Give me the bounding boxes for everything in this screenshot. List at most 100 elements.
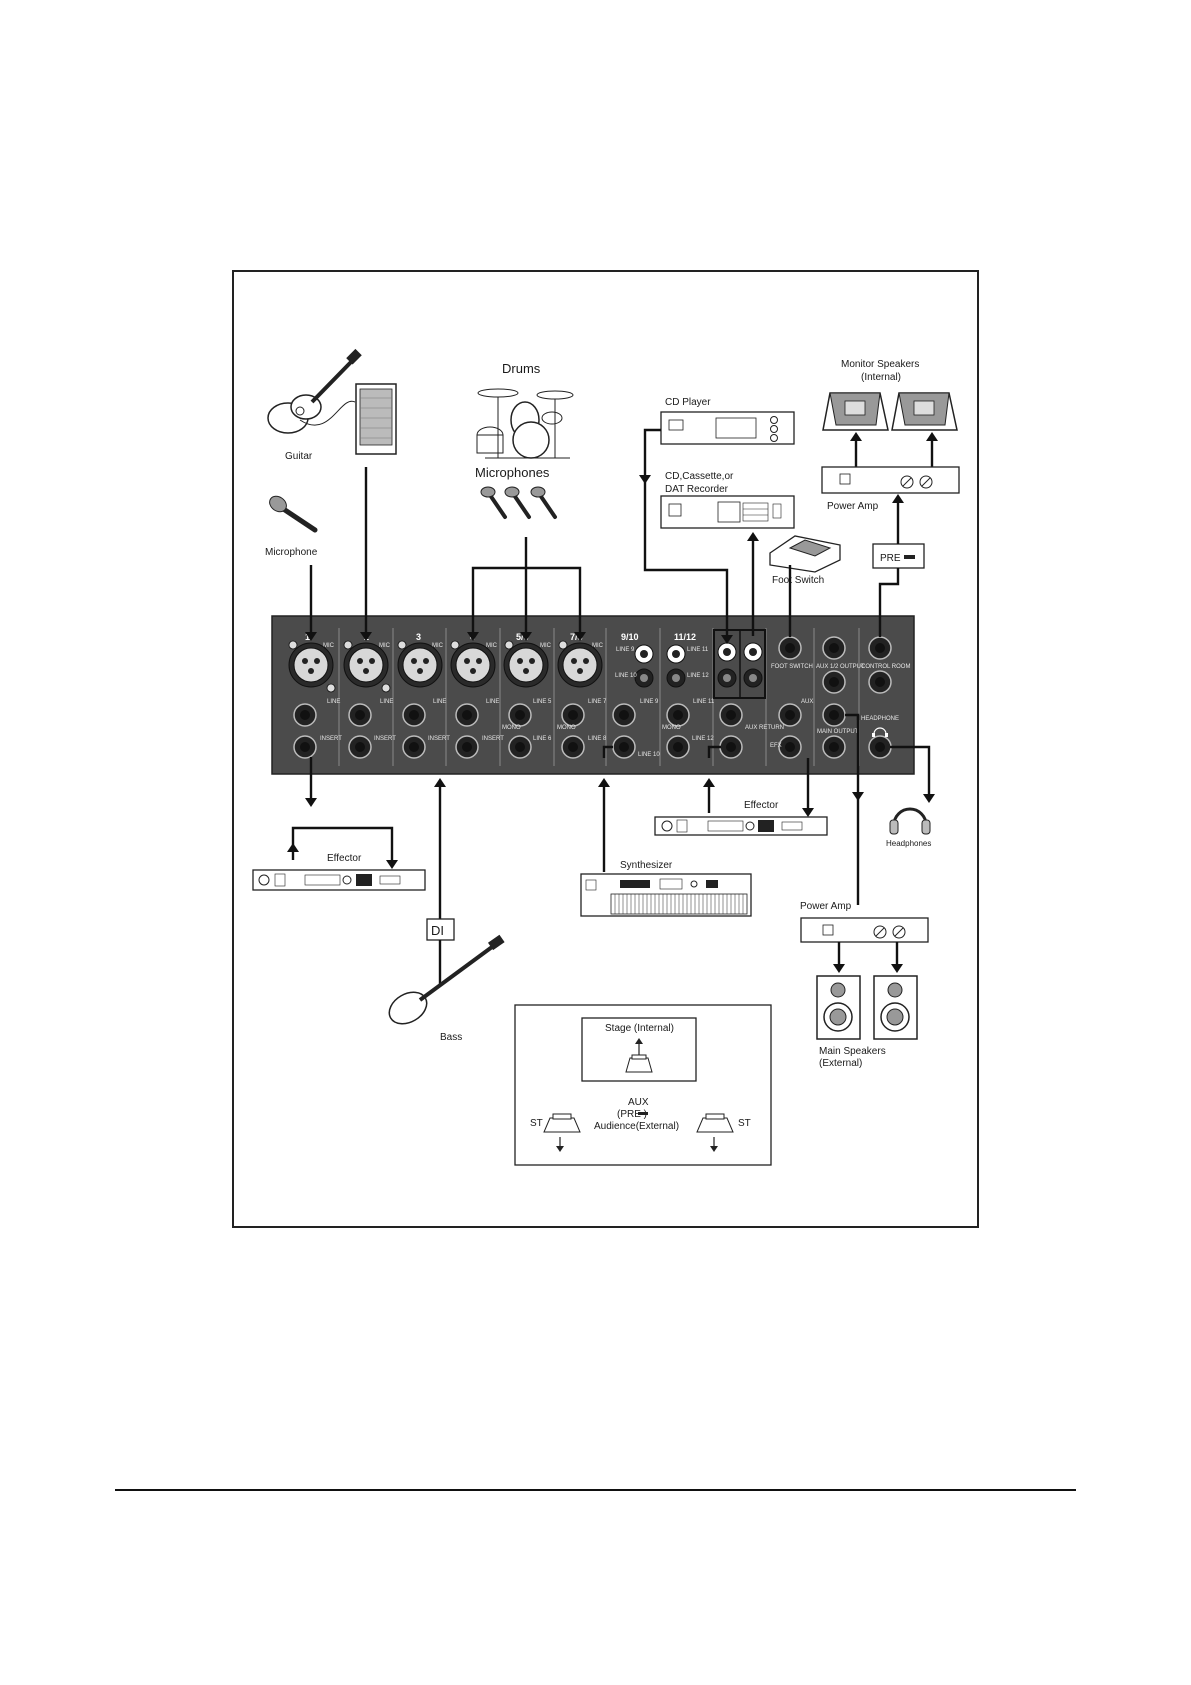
foot-switch-label: Foot Switch xyxy=(772,575,824,586)
power-amp-bottom-label: Power Amp xyxy=(800,901,852,912)
rca-2tr-in-l[interactable] xyxy=(717,642,737,662)
xlr-input-3[interactable] xyxy=(397,642,443,688)
mono-label-7: MONO xyxy=(557,725,576,731)
pre-box xyxy=(872,543,925,569)
rca-line-11[interactable] xyxy=(666,644,686,664)
aux-return-label: AUX RETURN xyxy=(745,725,784,731)
aux-label: AUX xyxy=(801,699,813,705)
aux-output-1-jack[interactable] xyxy=(822,636,846,660)
mixer-panel: 1 2 3 4 5/6 7/8 9/10 11/12 MIC MIC MIC M… xyxy=(271,615,915,775)
audience-label: Audience(External) xyxy=(594,1121,679,1132)
rca-label-line-12: LINE 12 xyxy=(687,673,709,679)
xlr-input-2[interactable] xyxy=(343,642,389,688)
power-amp-bottom-icon xyxy=(800,917,929,943)
mic-label-6: MIC xyxy=(592,643,604,649)
mic-label-1: MIC xyxy=(323,643,335,649)
rca-line-10[interactable] xyxy=(634,668,654,688)
st-left-speaker-icon xyxy=(543,1113,581,1152)
monitor-speaker-left-icon xyxy=(822,392,889,431)
drum-kit-icon xyxy=(476,388,574,459)
control-room-label: CONTROL ROOM xyxy=(861,664,910,670)
drums-label: Drums xyxy=(502,361,541,376)
rca-2tr-out-l[interactable] xyxy=(743,642,763,662)
main-output-label: MAIN OUTPUT xyxy=(817,729,859,735)
main-speakers-label-line1: Main Speakers xyxy=(819,1046,886,1057)
stage-label: Stage (Internal) xyxy=(605,1023,674,1034)
monitor-speakers-label-line2: (Internal) xyxy=(861,372,901,383)
main-speaker-left-icon xyxy=(816,975,861,1040)
mono-label-11: MONO xyxy=(662,725,681,731)
microphone-label: Microphone xyxy=(265,547,318,558)
rca-2tr-out-r[interactable] xyxy=(743,668,763,688)
monitor-speaker-right-icon xyxy=(891,392,958,431)
rca-line-12[interactable] xyxy=(666,668,686,688)
mic-label-2: MIC xyxy=(379,643,391,649)
stage-speaker-icon xyxy=(625,1038,653,1073)
recorder-icon xyxy=(660,495,795,529)
line-9-jack-label: LINE 9 xyxy=(640,699,659,705)
effector-right-icon xyxy=(654,816,828,836)
synthesizer-icon xyxy=(580,873,752,917)
rca-2tr-in-r[interactable] xyxy=(717,668,737,688)
efx-label: EFX xyxy=(770,743,782,749)
foot-switch-jack-label: FOOT SWITCH xyxy=(771,664,813,670)
st-right-label: ST xyxy=(738,1118,751,1129)
line-label-4: LINE xyxy=(486,699,499,705)
headphones-label: Headphones xyxy=(886,839,931,848)
rca-label-line-10: LINE 10 xyxy=(615,673,637,679)
control-room-l-jack[interactable] xyxy=(868,636,892,660)
xlr-input-1[interactable] xyxy=(288,642,334,688)
insert-label-3: INSERT xyxy=(428,736,450,742)
recorder-label-line2: DAT Recorder xyxy=(665,484,729,495)
xlr-input-4[interactable] xyxy=(450,642,496,688)
channel-label-3: 3 xyxy=(416,632,421,642)
st-right-speaker-icon xyxy=(696,1113,734,1152)
recorder-label-line1: CD,Cassette,or xyxy=(665,471,734,482)
foot-switch-icon xyxy=(769,535,841,573)
foot-switch-jack[interactable] xyxy=(778,636,802,660)
pre-box-label: PRE xyxy=(880,553,901,564)
insert-label-1: INSERT xyxy=(320,736,342,742)
mic-label-5: MIC xyxy=(540,643,552,649)
aux-output-label: AUX 1/2 OUTPUT xyxy=(816,664,865,670)
monitor-speakers-label-line1: Monitor Speakers xyxy=(841,359,919,370)
line-label-2: LINE xyxy=(380,699,393,705)
rca-line-9[interactable] xyxy=(634,644,654,664)
channel-label-9-10: 9/10 xyxy=(621,632,639,642)
bass-guitar-icon xyxy=(388,934,505,1025)
xlr-input-5-6[interactable] xyxy=(503,642,549,688)
microphones-label: Microphones xyxy=(475,465,550,480)
st-left-label: ST xyxy=(530,1118,543,1129)
channel-label-11-12: 11/12 xyxy=(674,632,696,642)
guitar-amp-icon xyxy=(355,383,397,455)
xlr-input-7-8[interactable] xyxy=(557,642,603,688)
guitar-icon xyxy=(267,348,362,434)
channel-label-5-6: 5/6 xyxy=(516,632,529,642)
cd-player-label: CD Player xyxy=(665,397,711,408)
microphone-icon xyxy=(269,495,318,533)
effector-left-label: Effector xyxy=(327,853,362,864)
main-speakers-label-line2: (External) xyxy=(819,1058,862,1069)
line-8-label: LINE 8 xyxy=(588,736,607,742)
rca-label-line-9: LINE 9 xyxy=(616,647,635,653)
control-room-r-jack[interactable] xyxy=(868,670,892,694)
line-label-3: LINE xyxy=(433,699,446,705)
line-11-jack-label: LINE 11 xyxy=(693,699,715,705)
insert-label-4: INSERT xyxy=(482,736,504,742)
power-amp-top-icon xyxy=(821,466,960,494)
insert-label-2: INSERT xyxy=(374,736,396,742)
channel-label-7-8: 7/8 xyxy=(570,632,583,642)
aux-pre-label: (PRE ) xyxy=(617,1109,647,1120)
footer-rule xyxy=(115,1489,1076,1491)
line-10-jack-label: LINE 10 xyxy=(638,752,660,758)
headphone-symbol-icon xyxy=(872,727,888,737)
aux-output-2-jack[interactable] xyxy=(822,670,846,694)
main-speaker-right-icon xyxy=(873,975,918,1040)
mic-label-4: MIC xyxy=(486,643,498,649)
line-label-1: LINE xyxy=(327,699,340,705)
di-box-label: DI xyxy=(431,923,444,938)
line-6-label: LINE 6 xyxy=(533,736,552,742)
bass-label: Bass xyxy=(440,1032,462,1043)
headphone-label: HEADPHONE xyxy=(861,716,899,722)
